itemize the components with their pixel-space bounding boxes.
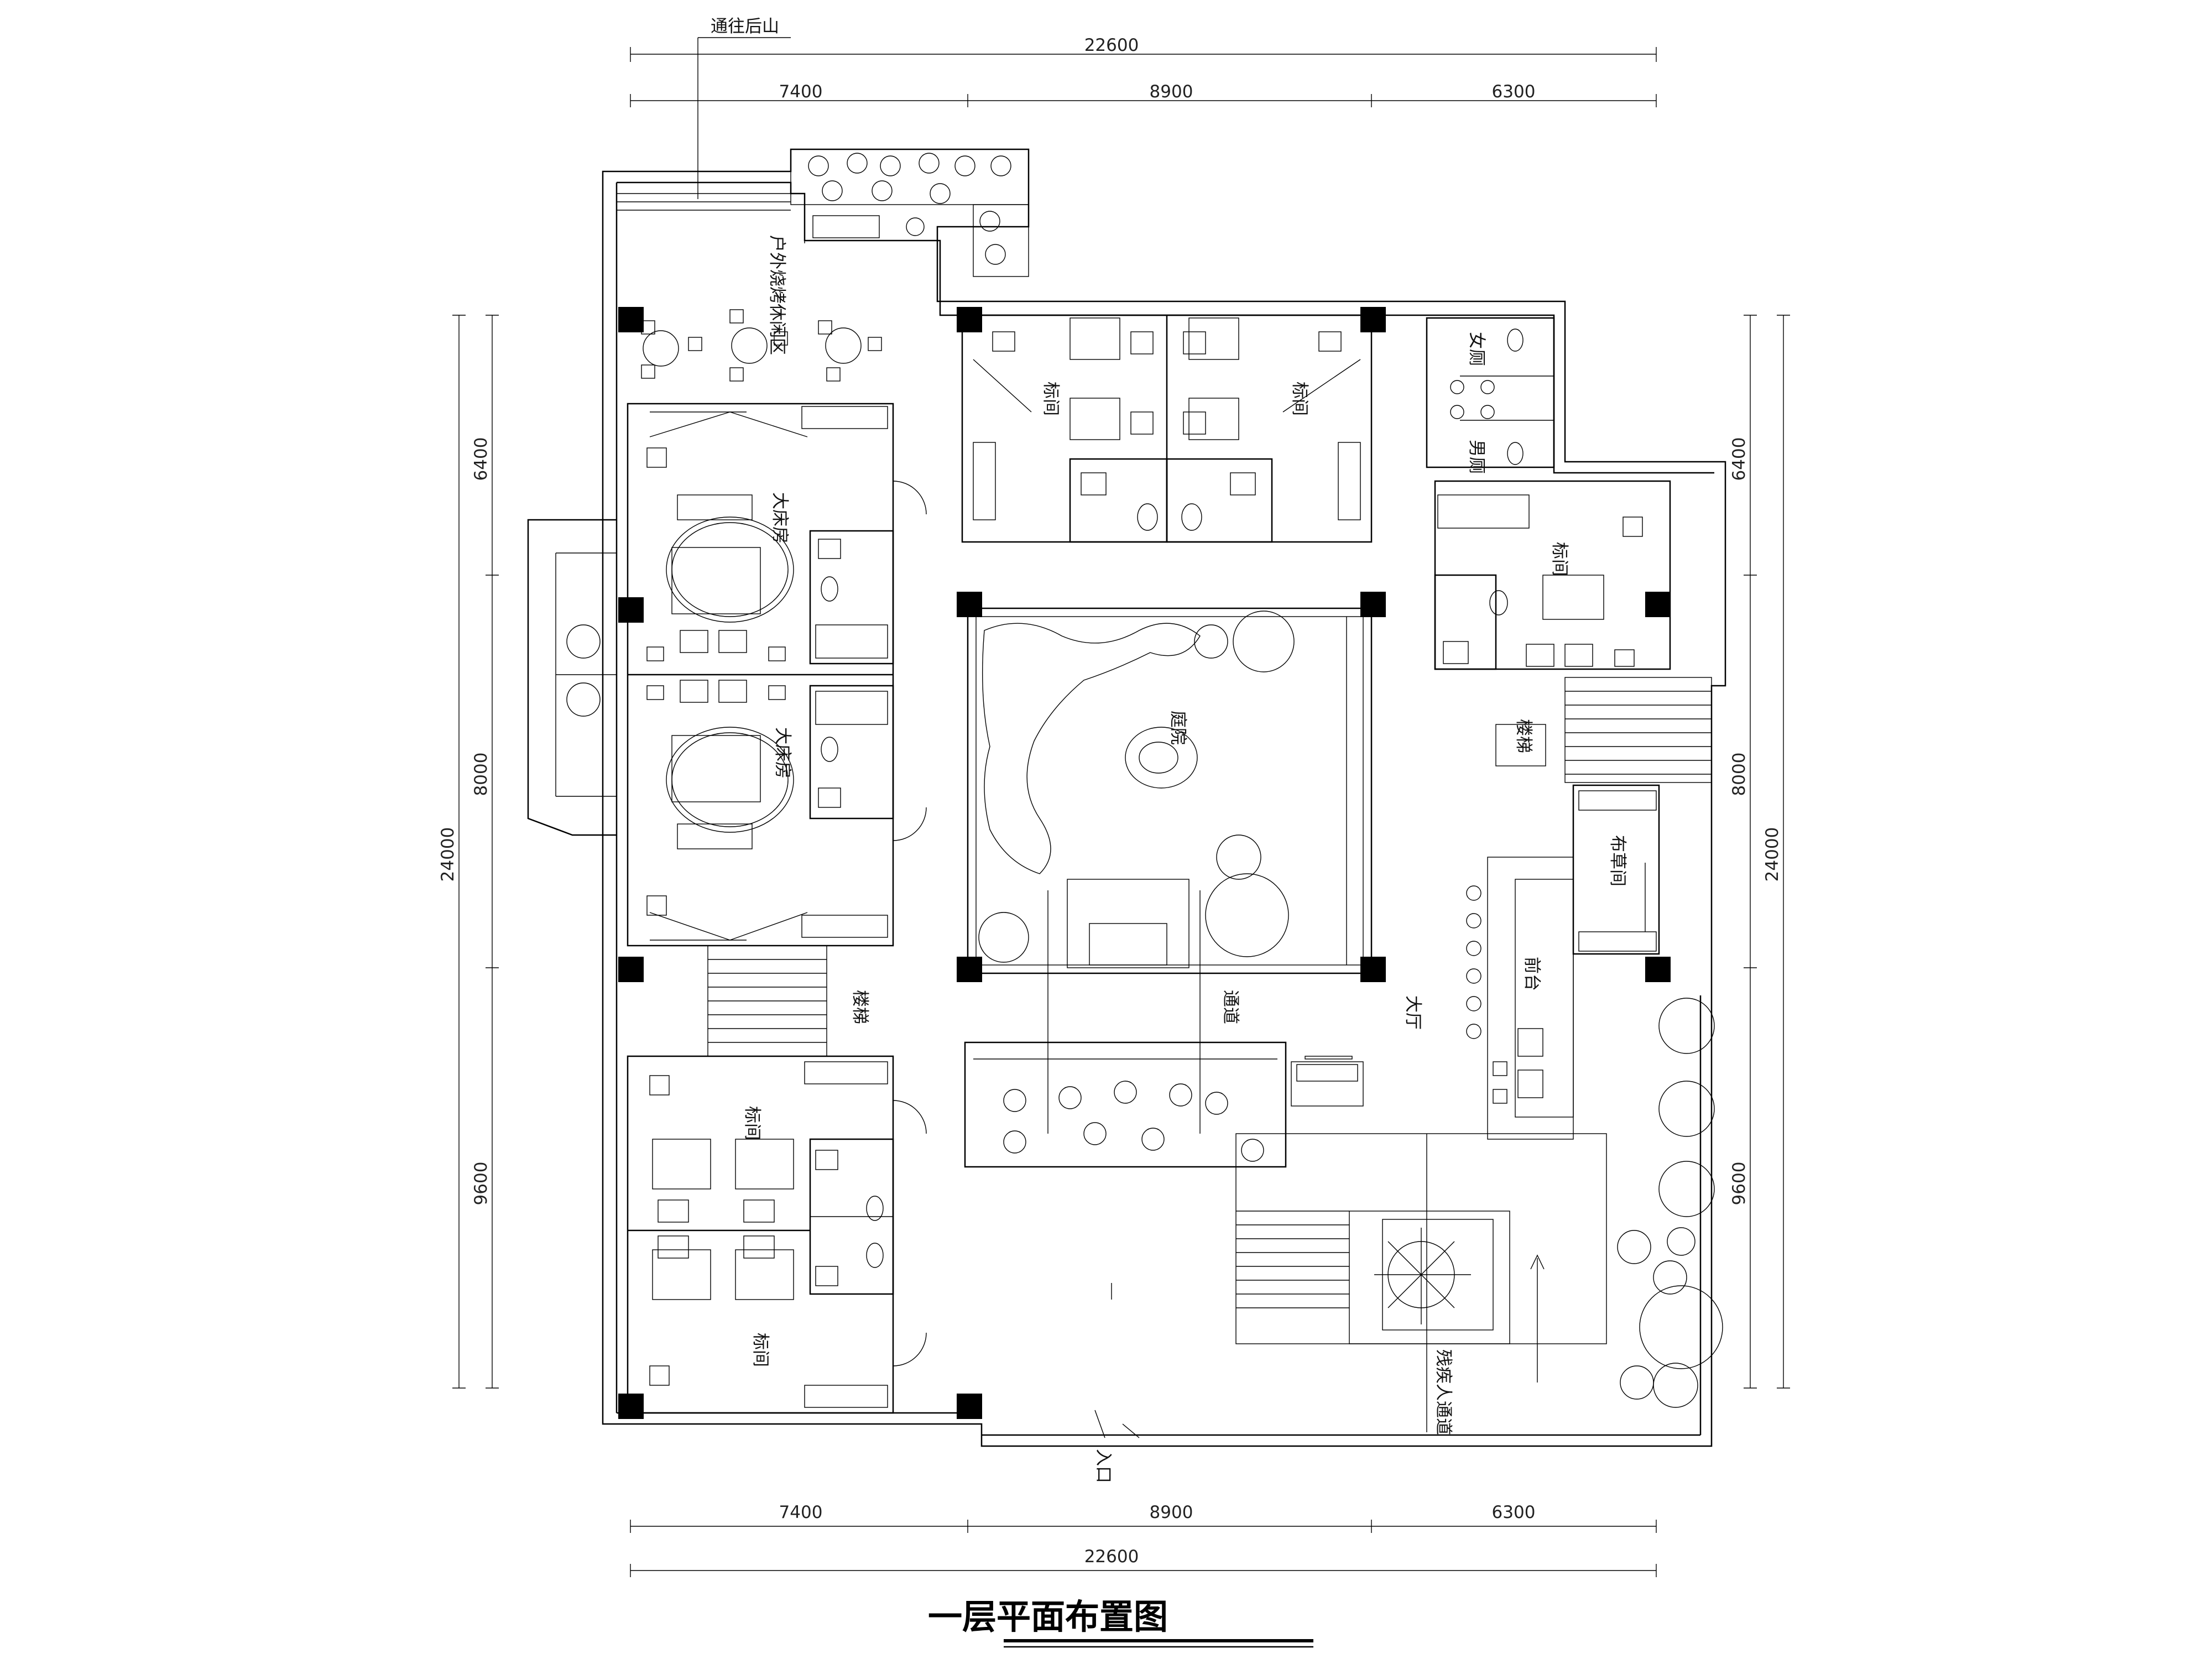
label-passage: 通道 [1220, 990, 1240, 1024]
label-male-wc: 男厕 [1467, 440, 1486, 474]
right-height-seg-2: 8000 [1729, 753, 1749, 796]
top-width-seg-3: 6300 [1492, 82, 1536, 102]
top-planter [790, 149, 1029, 277]
back-hill-leader [697, 37, 791, 199]
right-stair [1495, 677, 1712, 783]
label-standard-bottom-2: 标间 [750, 1333, 770, 1367]
bbq-area-railings [617, 193, 925, 243]
label-outdoor-bbq: 户外烧烤休闲区 [767, 235, 787, 355]
right-height-seg-1: 6400 [1729, 437, 1749, 481]
left-total-height: 24000 [438, 827, 458, 882]
left-height-seg-2: 8000 [471, 753, 491, 796]
left-dimension-lines [452, 315, 499, 1389]
lobby-sofa [1291, 1056, 1364, 1107]
label-suite-bottom: 大床房 [773, 727, 792, 779]
bottom-left-rooms [627, 1055, 927, 1414]
label-female-wc: 女厕 [1467, 332, 1486, 366]
bottom-width-seg-1: 7400 [779, 1503, 823, 1522]
courtyard [967, 607, 1373, 974]
label-accessible-ramp: 残疾人通道 [1433, 1349, 1453, 1435]
top-width-seg-2: 8900 [1150, 82, 1193, 102]
label-standard-top-1: 标间 [1041, 382, 1061, 416]
top-total-width: 22600 [1084, 35, 1139, 55]
label-suite-top: 大床房 [770, 492, 790, 544]
top-width-seg-1: 7400 [779, 82, 823, 102]
top-standard-rooms [961, 314, 1373, 543]
label-lobby: 大厅 [1403, 995, 1423, 1030]
outer-walls [602, 148, 1726, 1447]
left-height-seg-1: 6400 [471, 437, 491, 481]
label-entrance: 入口 [1093, 1449, 1113, 1483]
right-wc-block [1426, 317, 1555, 468]
front-pond [964, 890, 1287, 1168]
right-standard-room [1434, 480, 1671, 670]
label-standard-top-2: 标间 [1290, 382, 1310, 416]
right-dimension-lines [1744, 315, 1790, 1389]
label-standard-bottom-1: 标间 [742, 1106, 762, 1140]
label-courtyard: 庭院 [1168, 711, 1188, 745]
label-stair-left: 楼梯 [850, 990, 870, 1024]
bottom-width-seg-2: 8900 [1150, 1503, 1193, 1522]
back-hill-note: 通往后山 [711, 17, 779, 36]
label-linen-room: 布草间 [1608, 835, 1627, 886]
left-suites [627, 403, 927, 947]
bottom-total-width: 22600 [1084, 1547, 1139, 1567]
right-trees [1617, 998, 1723, 1408]
entrance-skylight-star [1374, 1228, 1471, 1324]
bottom-dimension-lines [630, 1520, 1657, 1577]
bbq-tables [641, 309, 882, 382]
label-stair-right: 楼梯 [1514, 719, 1533, 753]
top-dimension-lines [630, 47, 1657, 107]
right-height-seg-3: 9600 [1729, 1162, 1749, 1206]
label-reception: 前台 [1522, 957, 1542, 991]
left-height-seg-3: 9600 [471, 1162, 491, 1206]
left-bay-window [527, 519, 617, 836]
left-stair [707, 945, 827, 1057]
bottom-width-seg-3: 6300 [1492, 1503, 1536, 1522]
structural-columns [618, 307, 1671, 1419]
right-total-height: 24000 [1762, 827, 1782, 882]
entrance-area [1094, 1133, 1607, 1438]
drawing-title: 一层平面布置图 [928, 1597, 1168, 1637]
reception-desk [1466, 857, 1574, 1140]
label-standard-right: 标间 [1550, 542, 1569, 576]
